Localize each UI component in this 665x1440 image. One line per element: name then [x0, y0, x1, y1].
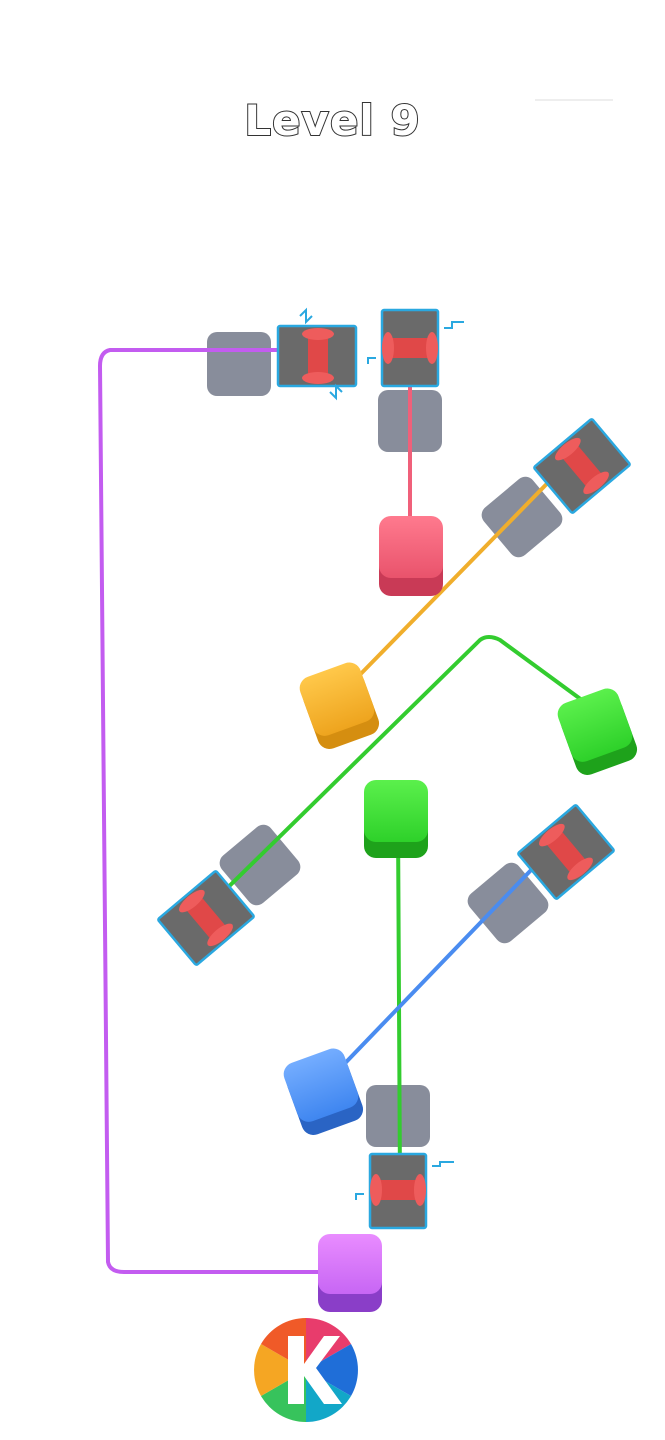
block-purple[interactable]	[318, 1234, 382, 1312]
status-bar-indicator	[535, 99, 613, 101]
block-red[interactable]	[379, 516, 443, 596]
winch[interactable]	[157, 870, 255, 966]
winch[interactable]	[276, 307, 358, 401]
empty-slots	[207, 332, 567, 1147]
ropes	[98, 338, 592, 1274]
block-orange[interactable]	[296, 659, 382, 752]
empty-slot[interactable]	[216, 821, 305, 910]
winch[interactable]	[517, 804, 615, 900]
rope-purple[interactable]	[98, 348, 332, 1274]
winch[interactable]	[533, 418, 631, 514]
winch[interactable]	[355, 1152, 454, 1230]
winch[interactable]	[367, 308, 464, 388]
rope-orange[interactable]	[343, 452, 578, 692]
rope-blue[interactable]	[323, 838, 562, 1086]
color-blocks	[280, 516, 640, 1312]
block-green-right[interactable]	[554, 685, 640, 778]
empty-slot[interactable]	[478, 473, 567, 562]
rope-green-upper[interactable]	[208, 635, 592, 907]
block-blue[interactable]	[280, 1045, 366, 1138]
empty-slot[interactable]	[464, 859, 553, 948]
level-title: Level 9	[243, 95, 421, 146]
kiloo-x-logo-icon	[254, 1318, 358, 1422]
empty-slot[interactable]	[207, 332, 271, 396]
block-green-center[interactable]	[364, 780, 428, 858]
rope-green-lower[interactable]	[396, 818, 402, 1188]
